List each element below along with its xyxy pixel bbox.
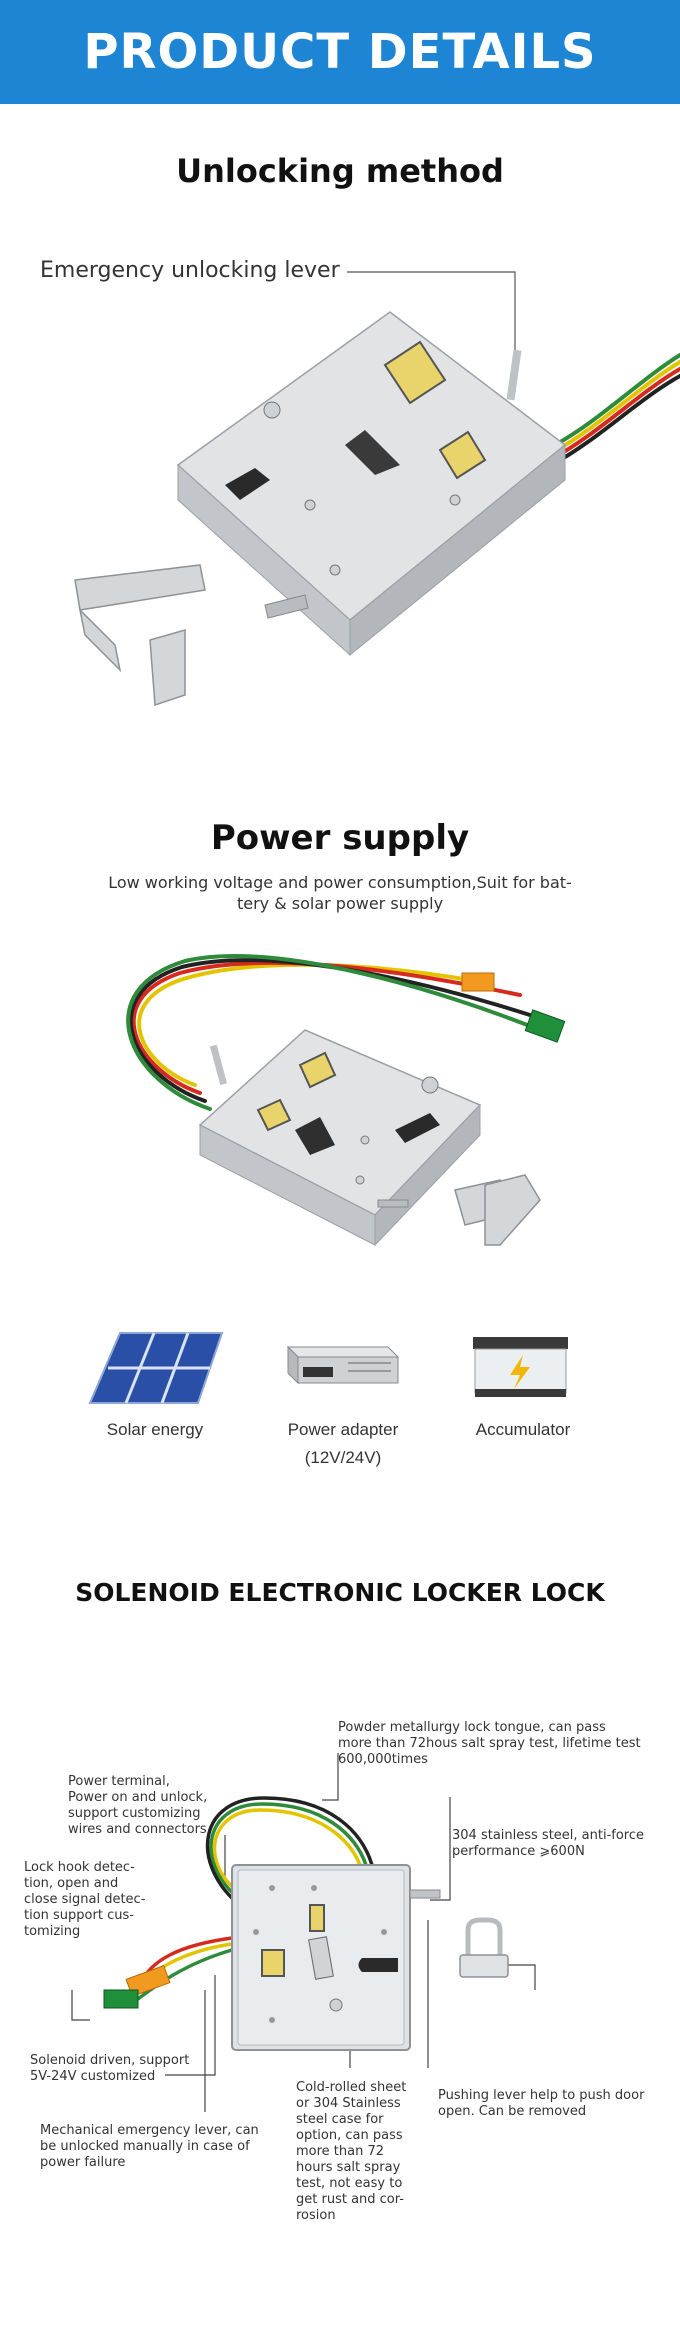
note-line: support customizing (68, 1806, 201, 1821)
unlocking-title: Unlocking method (176, 152, 504, 190)
note-line: or 304 Stainless (296, 2096, 401, 2111)
wire-bundle-2 (126, 954, 542, 1111)
power-source-sub: (12V/24V) (304, 1448, 382, 1467)
power-source-label: Solar energy (106, 1420, 204, 1439)
lock-body-1 (176, 311, 567, 657)
note-solenoid: Solenoid driven, support 5V-24V customiz… (30, 2053, 189, 2085)
power-source-label: Accumulator (475, 1420, 571, 1439)
note-line: Solenoid driven, support (30, 2053, 190, 2068)
note-line: hours salt spray (296, 2160, 401, 2175)
note-line: 600,000times (338, 1752, 428, 1767)
note-line: tion support cus- (24, 1908, 134, 1923)
note-line: Mechanical emergency lever, can (40, 2123, 259, 2138)
note-line: tion, open and (24, 1876, 119, 1891)
header-banner: PRODUCT DETAILS (0, 0, 680, 104)
lock-product-image-1 (74, 271, 680, 707)
note-line: 5V-24V customized (30, 2069, 156, 2084)
power-adapter-icon (286, 1345, 400, 1385)
note-line: wires and connectors (68, 1822, 207, 1837)
power-source-adapter: Power adapter (12V/24V) (263, 1325, 423, 1468)
note-line: open. Can be removed (438, 2104, 587, 2119)
power-subtitle-line-2: tery & solar power supply (236, 894, 444, 913)
solar-panel-icon (88, 1332, 224, 1404)
note-line: test, not easy to (296, 2176, 403, 2191)
solenoid-diagram (71, 1753, 536, 2112)
note-emergency-lever: Mechanical emergency lever, can be unloc… (40, 2123, 259, 2171)
power-source-label: Power adapter (287, 1420, 399, 1439)
green-connector-3 (103, 1989, 139, 2009)
battery-icon (473, 1337, 568, 1397)
note-lock-tongue: Powder metallurgy lock tongue, can pass … (338, 1720, 641, 1768)
note-pushing-lever: Pushing lever help to push door open. Ca… (438, 2088, 644, 2120)
note-line: steel case for (296, 2112, 384, 2127)
note-stainless-steel: 304 stainless steel, anti-force performa… (452, 1828, 644, 1860)
note-case: Cold-rolled sheet or 304 Stainless steel… (296, 2080, 406, 2224)
note-line: Lock hook detec- (24, 1860, 135, 1875)
note-line: tomizing (24, 1924, 81, 1939)
note-line: option, can pass (296, 2128, 403, 2143)
solenoid-title: SOLENOID ELECTRONIC LOCKER LOCK (75, 1578, 605, 1607)
power-subtitle-line-1: Low working voltage and power consumptio… (108, 873, 572, 892)
power-sources: Solar energy Power adapter (12V/24V) Acc… (0, 1325, 680, 1475)
orange-connector-3 (125, 1965, 171, 1997)
power-source-battery: Accumulator (448, 1325, 598, 1440)
wire-bundle-1 (553, 353, 680, 465)
lock-product-image-2 (126, 954, 566, 1247)
power-source-solar: Solar energy (80, 1325, 230, 1440)
orange-connector (461, 972, 495, 992)
power-subtitle: Low working voltage and power consumptio… (0, 872, 680, 914)
note-line: Cold-rolled sheet (296, 2080, 407, 2095)
note-line: more than 72hous salt spray test, lifeti… (338, 1736, 641, 1751)
note-line: Pushing lever help to push door (438, 2088, 645, 2103)
note-line: get rust and cor- (296, 2192, 404, 2207)
note-line: be unlocked manually in case of (40, 2139, 250, 2154)
note-line: rosion (296, 2208, 336, 2223)
callout-leader-line (347, 271, 516, 365)
emergency-lever-callout: Emergency unlocking lever (40, 258, 340, 283)
lock-bracket-2 (454, 1174, 541, 1246)
green-connector (524, 1009, 566, 1043)
note-line: performance ⩾600N (452, 1844, 585, 1859)
wire-bundle-3 (123, 1796, 374, 2007)
note-line: more than 72 (296, 2144, 385, 2159)
power-title: Power supply (210, 818, 470, 858)
emergency-lever (506, 349, 522, 401)
note-line: Power terminal, (68, 1774, 170, 1789)
lock-body-2 (198, 1029, 482, 1247)
note-line: 304 stainless steel, anti-force (452, 1828, 645, 1843)
note-line: close signal detec- (24, 1892, 146, 1907)
note-lock-hook: Lock hook detec- tion, open and close si… (24, 1860, 145, 1940)
page-title: PRODUCT DETAILS (83, 24, 597, 80)
note-line: Power on and unlock, (68, 1790, 208, 1805)
note-line: power failure (40, 2155, 126, 2170)
note-power-terminal: Power terminal, Power on and unlock, sup… (68, 1774, 207, 1838)
lock-body-3 (231, 1864, 441, 2051)
lock-bracket-1 (74, 564, 206, 707)
pushing-bracket (459, 1917, 509, 1978)
note-line: Powder metallurgy lock tongue, can pass (338, 1720, 606, 1735)
